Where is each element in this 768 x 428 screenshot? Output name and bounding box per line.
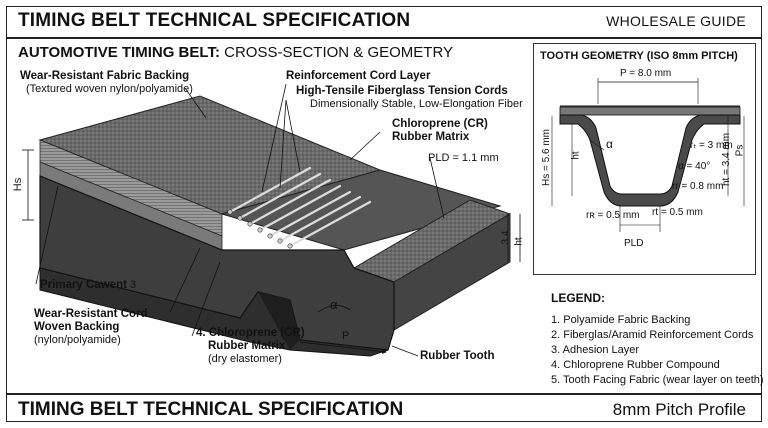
- geo-pitch-label: P = 8.0 mm: [620, 68, 672, 79]
- footer-title: TIMING BELT TECHNICAL SPECIFICATION: [18, 399, 404, 420]
- geo-hs-label: Hs = 5.6 mm: [540, 129, 552, 186]
- geo-pld-label: PLD: [624, 238, 644, 249]
- label-cr-matrix-1: Chloroprene (CR): [392, 118, 488, 130]
- geo-rr-bottom-label: rʀ = 0.5 mm: [586, 210, 640, 221]
- header-title: TIMING BELT TECHNICAL SPECIFICATION: [18, 10, 411, 31]
- header-guide-label: WHOLESALE GUIDE: [606, 13, 746, 29]
- label-dim-34: 3.4: [500, 230, 512, 245]
- label-fabric-backing: Wear-Resistant Fabric Backing: [20, 70, 190, 82]
- legend-item: 5. Tooth Facing Fabric (wear layer on te…: [551, 374, 764, 386]
- label-tension-cords: High-Tensile Fiberglass Tension Cords: [296, 85, 508, 97]
- label-rubber-tooth: Rubber Tooth: [420, 350, 495, 362]
- header-rule: [6, 37, 762, 39]
- label-hs: Hs: [12, 177, 25, 192]
- label-woven-backing-1: Wear-Resistant Cord: [34, 308, 148, 320]
- geo-rt-top-label: rₜ = 3 mm: [690, 140, 733, 151]
- belt-body: [22, 95, 521, 357]
- label-ht: ht: [513, 237, 525, 246]
- label-cr-matrix-2: Rubber Matrix: [392, 131, 470, 143]
- footer-profile-label: 8mm Pitch Profile: [612, 400, 746, 419]
- label-cr4-sub: (dry elastomer): [208, 353, 282, 365]
- legend-title: LEGEND:: [551, 291, 605, 305]
- label-tension-cords-sub: Dimensionally Stable, Low-Elongation Fib…: [310, 98, 523, 110]
- label-alpha: α: [330, 297, 338, 312]
- legend-item: 4. Chloroprene Rubber Compound: [551, 359, 720, 371]
- label-woven-backing-sub: (nylon/polyamide): [34, 334, 121, 346]
- legend-item: 2. Fiberglas/Aramid Reinforcement Cords: [551, 329, 754, 341]
- label-fabric-backing-sub: (Textured woven nylon/polyamide): [26, 83, 193, 95]
- geo-alpha-symbol: α: [606, 137, 613, 151]
- subhead-rest: CROSS-SECTION & GEOMETRY: [219, 44, 454, 61]
- subhead-bold: AUTOMOTIVE TIMING BELT:: [18, 44, 220, 61]
- label-p: P: [342, 330, 350, 342]
- label-reinforcement-layer: Reinforcement Cord Layer: [286, 70, 431, 82]
- geo-alpha-value: α = 40°: [678, 161, 711, 172]
- label-cr4-1: 4. Chloroprene (CR): [196, 327, 305, 339]
- section-subhead: AUTOMOTIVE TIMING BELT: CROSS-SECTION & …: [18, 44, 453, 61]
- label-cr4-2: Rubber Matrix: [208, 340, 286, 352]
- geo-rr-label: rr = 0.8 mm: [672, 181, 724, 192]
- tooth-geometry-title: TOOTH GEOMETRY (ISO 8mm PITCH): [540, 50, 738, 62]
- tooth-geometry-panel: [533, 43, 756, 275]
- legend-item: 3. Adhesion Layer: [551, 344, 640, 356]
- label-primary-cawent: Primary Cawent 3: [40, 279, 137, 291]
- label-pld: PLD = 1.1 mm: [428, 152, 499, 164]
- footer-rule: [6, 393, 762, 395]
- tooth-geometry-drawing: [551, 78, 745, 232]
- geo-rt-bottom-label: rt = 0.5 mm: [652, 207, 703, 218]
- label-woven-backing-2: Woven Backing: [34, 321, 120, 333]
- geo-ps-label: Ps: [734, 144, 746, 157]
- geo-ht-short-label: ht: [570, 151, 582, 160]
- callout-leaders: [35, 83, 445, 357]
- page-frame: [6, 6, 762, 422]
- legend-item: 1. Polyamide Fabric Backing: [551, 314, 691, 326]
